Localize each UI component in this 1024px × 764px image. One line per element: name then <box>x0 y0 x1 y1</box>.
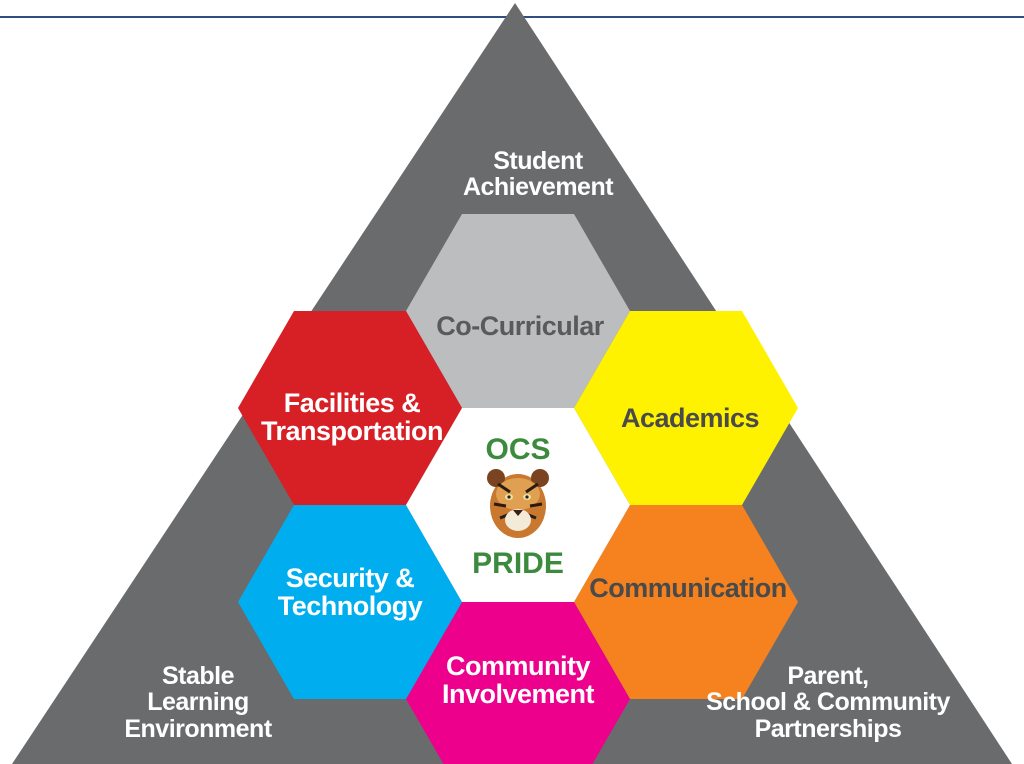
corner-label-line: Partnerships <box>754 714 902 743</box>
corner-label-partnerships: Parent, School & Community Partnerships <box>706 663 950 742</box>
corner-label-stable-learning-environment: Stable Learning Environment <box>124 662 272 743</box>
corner-label-line: Stable <box>161 662 235 690</box>
center-label-line: OCS <box>485 433 551 466</box>
hex-label-line: Involvement <box>441 679 595 710</box>
hexagon-security-technology <box>238 505 462 699</box>
hex-label-communication: Communication <box>589 573 787 603</box>
corner-label-line: Student <box>493 147 583 175</box>
hex-label-line: Technology <box>277 591 423 622</box>
hexagon-academics <box>574 311 798 505</box>
center-label-ocs: OCS <box>485 434 550 466</box>
hex-label-line: Security & <box>285 563 415 593</box>
hexagon-group <box>238 214 798 764</box>
corner-label-line: Learning <box>147 688 249 717</box>
hex-label-line: Co-Curricular <box>436 311 604 341</box>
corner-label-student-achievement: Student Achievement <box>462 147 614 202</box>
hex-label-co-curricular: Co-Curricular <box>436 311 604 341</box>
corner-label-line: Achievement <box>462 173 614 202</box>
center-label-line: PRIDE <box>472 547 564 580</box>
hex-label-line: Transportation <box>260 416 444 447</box>
center-label-pride: PRIDE <box>472 548 564 580</box>
hexagon-facilities-transportation <box>238 311 462 505</box>
corner-label-line: Environment <box>124 714 272 743</box>
hex-label-academics: Academics <box>620 403 760 433</box>
hex-label-line: Facilities & <box>283 388 421 418</box>
hexagon-co-curricular <box>406 214 630 408</box>
hex-label-line: Community <box>445 651 591 681</box>
hex-label-security-technology: Security & Technology <box>278 564 423 621</box>
tiger-head-icon <box>487 469 549 538</box>
hexagon-community-involvement <box>406 602 630 764</box>
hex-label-community-involvement: Community Involvement <box>441 651 595 710</box>
hexagon-communication <box>574 505 798 699</box>
hex-label-line: Communication <box>589 573 787 603</box>
corner-label-line: School & Community <box>706 688 950 717</box>
hex-label-line: Academics <box>620 403 760 433</box>
hex-label-facilities-transportation: Facilities & Transportation <box>260 388 444 447</box>
corner-label-line: Parent, <box>787 662 869 690</box>
